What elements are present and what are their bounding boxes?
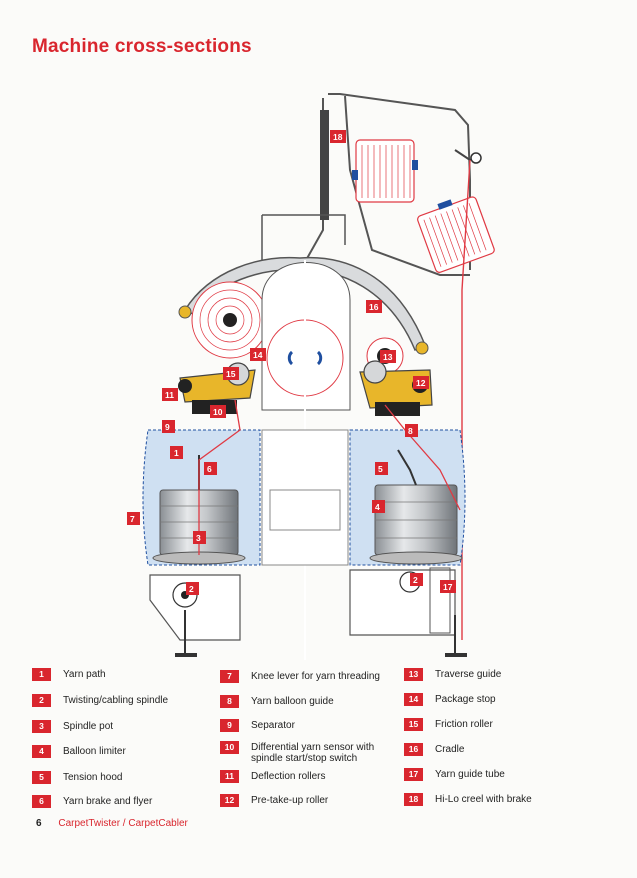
svg-text:11: 11 bbox=[165, 390, 174, 400]
svg-text:17: 17 bbox=[443, 582, 453, 592]
callout-7: 7 bbox=[127, 512, 140, 525]
svg-text:5: 5 bbox=[378, 464, 383, 474]
svg-text:4: 4 bbox=[375, 502, 380, 512]
callout-9: 9 bbox=[162, 420, 175, 433]
callout-3: 3 bbox=[193, 531, 206, 544]
svg-text:13: 13 bbox=[383, 352, 393, 362]
svg-text:15: 15 bbox=[226, 369, 236, 379]
takeup-package-left bbox=[191, 281, 269, 359]
spindle-pot-right bbox=[369, 449, 463, 565]
callout-2b: 2 bbox=[410, 573, 423, 586]
callout-12: 12 bbox=[413, 376, 429, 389]
page-footer: 6 CarpetTwister / CarpetCabler bbox=[36, 818, 188, 829]
callout-11: 11 bbox=[162, 388, 178, 401]
creel-post bbox=[320, 110, 329, 220]
cradle-end-left bbox=[178, 305, 192, 319]
callout-8: 8 bbox=[405, 424, 418, 437]
callout-18: 18 bbox=[330, 130, 346, 143]
yarn-path-left bbox=[198, 399, 241, 555]
callout-5: 5 bbox=[375, 462, 388, 475]
callout-14: 14 bbox=[250, 348, 266, 361]
page-title: Machine cross-sections bbox=[32, 36, 252, 57]
svg-text:2: 2 bbox=[413, 575, 418, 585]
svg-text:9: 9 bbox=[165, 422, 170, 432]
cradle-end-right bbox=[415, 341, 429, 355]
callout-16: 16 bbox=[366, 300, 382, 313]
yarn-path-right bbox=[384, 404, 461, 511]
upper-supply-bobbin bbox=[352, 139, 418, 203]
page-number: 6 bbox=[36, 818, 42, 829]
svg-text:12: 12 bbox=[416, 378, 426, 388]
callout-2a: 2 bbox=[186, 582, 199, 595]
brand-label: CarpetTwister / CarpetCabler bbox=[58, 818, 188, 829]
svg-text:1: 1 bbox=[174, 448, 179, 458]
svg-text:10: 10 bbox=[213, 407, 223, 417]
svg-text:18: 18 bbox=[333, 132, 343, 142]
machine-cross-section-diagram: 18 16 14 13 15 12 11 10 9 8 1 6 5 4 7 3 … bbox=[127, 93, 495, 660]
svg-text:14: 14 bbox=[253, 350, 263, 360]
callout-6: 6 bbox=[204, 462, 217, 475]
callout-1: 1 bbox=[170, 446, 183, 459]
callout-13: 13 bbox=[380, 350, 396, 363]
callout-4: 4 bbox=[372, 500, 385, 513]
svg-text:7: 7 bbox=[130, 514, 135, 524]
callout-15: 15 bbox=[223, 367, 239, 380]
svg-text:6: 6 bbox=[207, 464, 212, 474]
callout-10: 10 bbox=[210, 405, 226, 418]
callout-17: 17 bbox=[440, 580, 456, 593]
svg-text:3: 3 bbox=[196, 533, 201, 543]
svg-text:8: 8 bbox=[408, 426, 413, 436]
lower-supply-bobbin bbox=[417, 196, 495, 273]
svg-text:16: 16 bbox=[369, 302, 379, 312]
creel-brake-icon bbox=[470, 152, 482, 164]
svg-text:2: 2 bbox=[189, 584, 194, 594]
